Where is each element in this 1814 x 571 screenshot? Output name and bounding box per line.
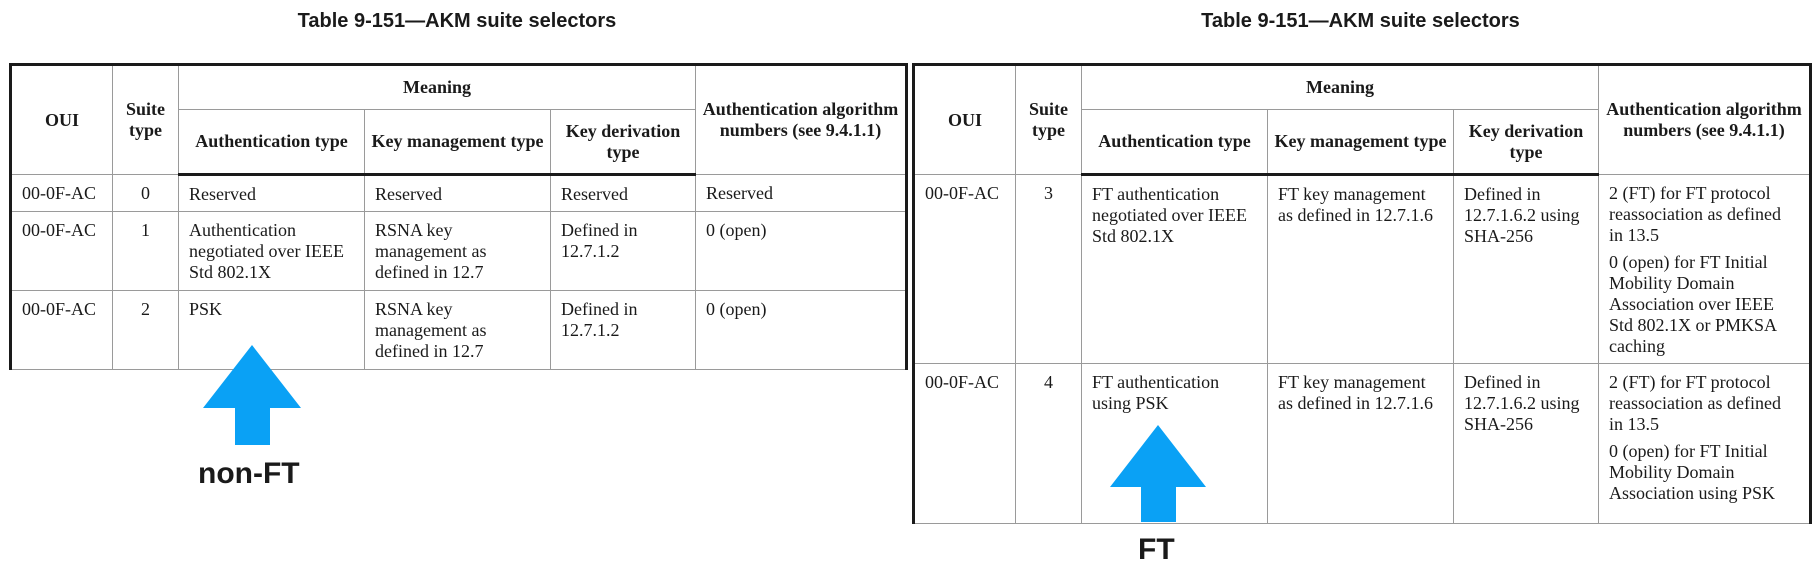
header-suite-type: Suite type: [112, 64, 179, 175]
cell-key-deriv: Defined in 12.7.1.2: [549, 211, 697, 291]
table-row: 00-0F-AC 2 PSK RSNA key management as de…: [10, 290, 908, 370]
cell-auth-alg: 0 (open): [695, 290, 908, 370]
header-auth-alg: Authentication algorithm numbers (see 9.…: [1598, 64, 1812, 175]
up-arrow-icon: [203, 345, 301, 445]
cell-auth: Authentication negotiated over IEEE Std …: [178, 211, 365, 291]
cell-auth-alg: 2 (FT) for FT protocol reassociation as …: [1598, 363, 1812, 524]
right-akm-table: OUI Suite type Meaning Authentication al…: [912, 63, 1813, 524]
cell-suite: 1: [112, 211, 179, 291]
header-key-mgmt: Key management type: [364, 109, 551, 176]
right-table-title: Table 9-151—AKM suite selectors: [1201, 10, 1520, 32]
auth-alg-para: 2 (FT) for FT protocol reassociation as …: [1609, 372, 1781, 434]
auth-alg-para: 0 (open) for FT Initial Mobility Domain …: [1609, 441, 1776, 503]
table-row: 00-0F-AC 0 Reserved Reserved Reserved Re…: [10, 174, 908, 212]
header-meaning: Meaning: [1080, 64, 1600, 110]
table-row: 00-0F-AC 1 Authentication negotiated ove…: [10, 211, 908, 291]
up-arrow-icon: [1110, 425, 1206, 522]
cell-suite: 2: [112, 290, 179, 370]
cell-key-deriv: Defined in 12.7.1.2: [549, 290, 697, 370]
cell-key-mgmt: RSNA key management as defined in 12.7: [364, 211, 551, 291]
cell-oui: 00-0F-AC: [913, 174, 1016, 364]
non-ft-label: non-FT: [198, 457, 300, 490]
header-auth-type: Authentication type: [178, 109, 365, 176]
cell-key-mgmt: RSNA key management as defined in 12.7: [364, 290, 551, 370]
cell-oui: 00-0F-AC: [10, 290, 113, 370]
cell-auth: PSK: [178, 290, 365, 370]
left-akm-table: OUI Suite type Meaning Authentication al…: [9, 63, 909, 370]
header-suite-type: Suite type: [1015, 64, 1082, 175]
cell-key-deriv: Reserved: [549, 174, 697, 212]
header-oui: OUI: [913, 64, 1016, 175]
cell-oui: 00-0F-AC: [10, 211, 113, 291]
table-row: 00-0F-AC 4 FT authentication using PSK F…: [913, 363, 1812, 524]
ft-label: FT: [1138, 533, 1175, 566]
cell-key-mgmt: FT key management as defined in 12.7.1.6: [1267, 174, 1454, 364]
table-row: 00-0F-AC 3 FT authentication negotiated …: [913, 174, 1812, 364]
cell-suite: 4: [1015, 363, 1082, 524]
left-table-title: Table 9-151—AKM suite selectors: [297, 10, 617, 32]
header-key-mgmt: Key management type: [1267, 109, 1454, 176]
cell-auth-alg: 2 (FT) for FT protocol reassociation as …: [1598, 174, 1812, 364]
cell-key-deriv: Defined in 12.7.1.6.2 using SHA-256: [1452, 174, 1600, 364]
cell-auth: FT authentication negotiated over IEEE S…: [1081, 174, 1268, 364]
cell-key-mgmt: FT key management as defined in 12.7.1.6: [1267, 363, 1454, 524]
header-key-deriv: Key derivation type: [549, 109, 697, 176]
auth-alg-para: 2 (FT) for FT protocol reassociation as …: [1609, 183, 1781, 245]
cell-suite: 0: [112, 174, 179, 212]
cell-auth-alg: Reserved: [695, 174, 908, 212]
cell-auth: Reserved: [178, 174, 365, 212]
header-auth-type: Authentication type: [1081, 109, 1268, 176]
header-key-deriv: Key derivation type: [1452, 109, 1600, 176]
auth-alg-para: 0 (open) for FT Initial Mobility Domain …: [1609, 252, 1777, 356]
cell-auth-alg: 0 (open): [695, 211, 908, 291]
header-oui: OUI: [10, 64, 113, 175]
header-meaning: Meaning: [177, 64, 697, 110]
cell-suite: 3: [1015, 174, 1082, 364]
cell-key-deriv: Defined in 12.7.1.6.2 using SHA-256: [1452, 363, 1600, 524]
cell-key-mgmt: Reserved: [364, 174, 551, 212]
cell-oui: 00-0F-AC: [913, 363, 1016, 524]
cell-oui: 00-0F-AC: [10, 174, 113, 212]
header-auth-alg: Authentication algorithm numbers (see 9.…: [695, 64, 908, 175]
